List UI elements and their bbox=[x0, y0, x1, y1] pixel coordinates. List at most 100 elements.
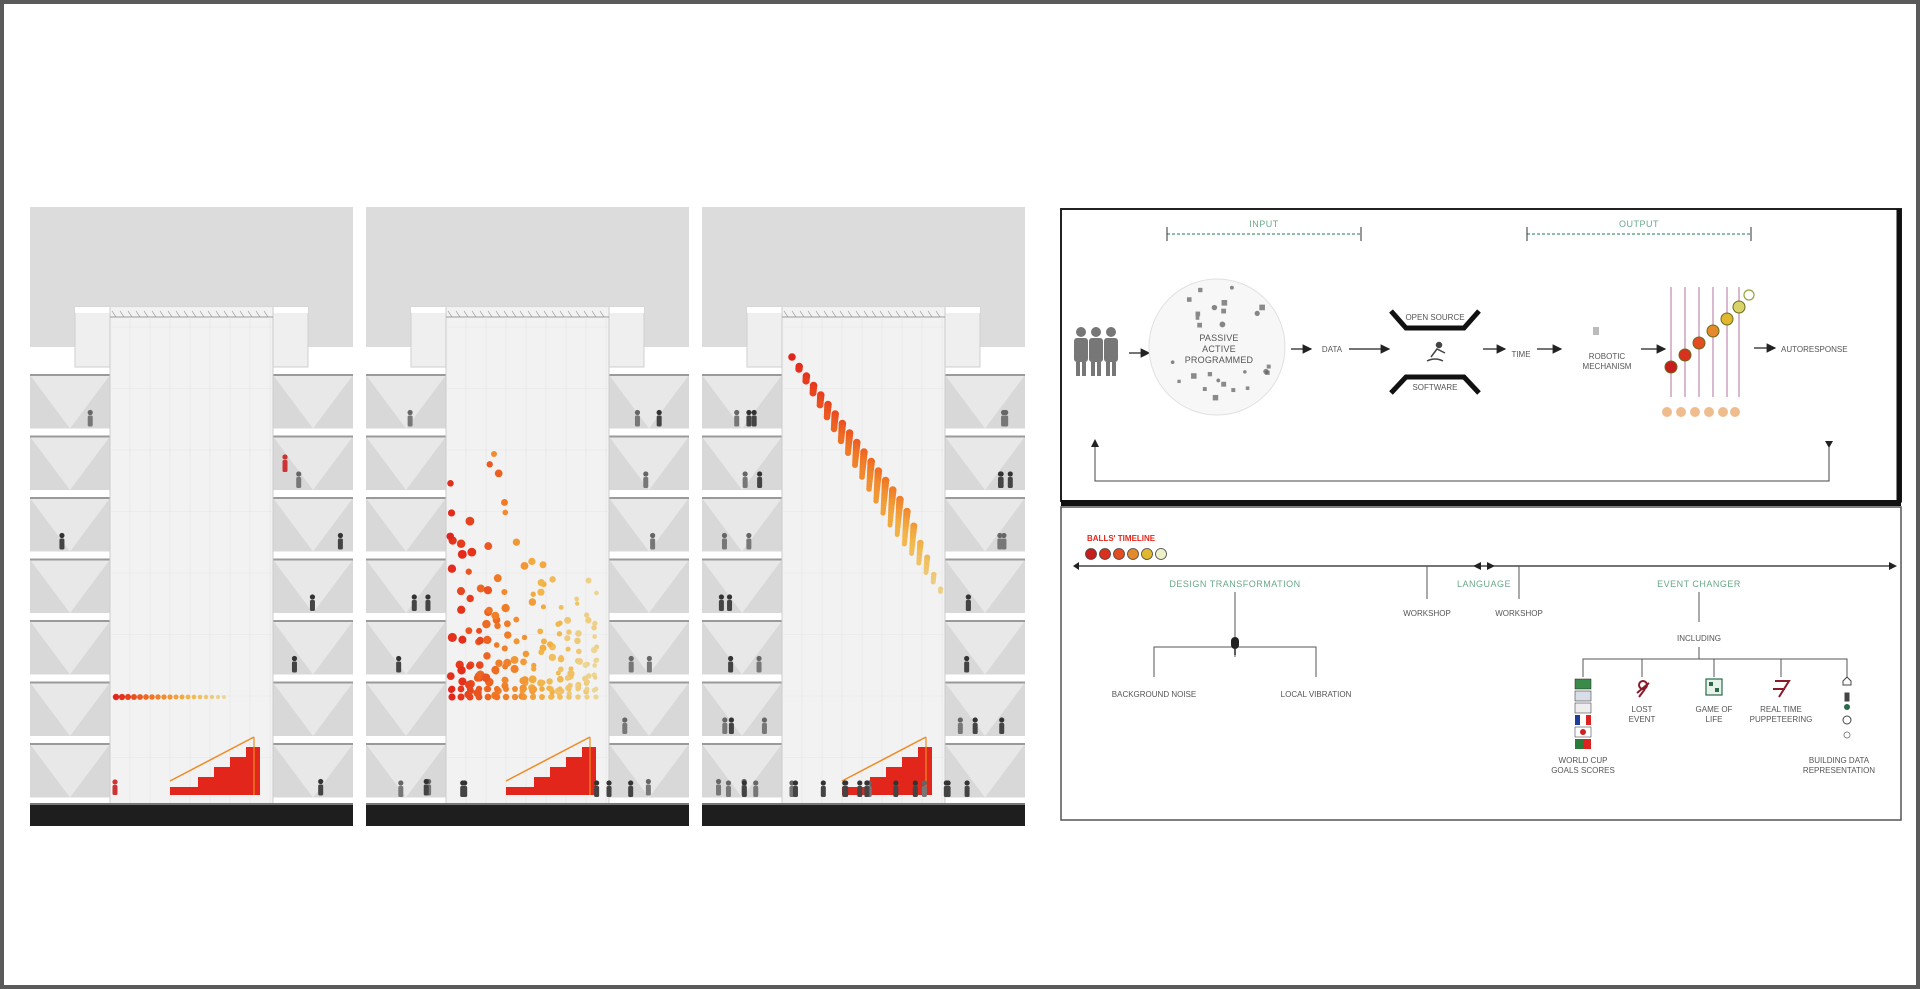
feedback-loop bbox=[1091, 439, 1833, 482]
ball bbox=[493, 574, 502, 583]
ball bbox=[557, 686, 563, 692]
local-vibration-label: LOCAL VIBRATION bbox=[1281, 690, 1352, 699]
sensor-icon bbox=[1170, 360, 1175, 365]
ball bbox=[548, 686, 554, 692]
ground-strip bbox=[30, 804, 353, 826]
timeline-ball bbox=[1127, 548, 1139, 560]
ball bbox=[466, 594, 474, 603]
ball bbox=[565, 646, 571, 652]
sensor-icon bbox=[1191, 373, 1197, 379]
ball bbox=[502, 685, 510, 693]
ball bbox=[466, 685, 474, 693]
design-transformation-label: DESIGN TRANSFORMATION bbox=[1169, 579, 1300, 589]
design-transformation-tree: BACKGROUND NOISE LOCAL VIBRATION bbox=[1112, 592, 1352, 699]
suspended-balls bbox=[112, 693, 226, 701]
ball bbox=[504, 631, 512, 639]
ball-base bbox=[1690, 407, 1700, 417]
ball bbox=[513, 638, 520, 645]
atrium-void bbox=[446, 307, 609, 807]
ball bbox=[457, 685, 465, 693]
lost-event-label-2: EVENT bbox=[1629, 715, 1656, 724]
ball bbox=[795, 365, 803, 373]
ball bbox=[483, 652, 491, 660]
world-cup-label-2: GOALS SCORES bbox=[1551, 766, 1615, 775]
ball bbox=[447, 480, 454, 487]
language-label: LANGUAGE bbox=[1457, 579, 1511, 589]
game-of-life-icon bbox=[1705, 678, 1723, 696]
ball bbox=[465, 627, 473, 635]
ball bbox=[537, 588, 545, 596]
ball bbox=[530, 591, 536, 597]
ball bbox=[173, 694, 179, 700]
ball bbox=[923, 570, 929, 575]
ball bbox=[837, 437, 845, 445]
workshop-1-label: WORKSHOP bbox=[1403, 609, 1451, 618]
ball bbox=[222, 695, 226, 699]
ball bbox=[465, 568, 472, 575]
ball bbox=[494, 469, 503, 478]
sensor-icon bbox=[1177, 379, 1181, 384]
ball-base bbox=[1718, 407, 1728, 417]
ball bbox=[593, 694, 599, 700]
event-changer-label: EVENT CHANGER bbox=[1657, 579, 1741, 589]
ball bbox=[546, 678, 553, 685]
ball bbox=[510, 664, 519, 674]
sensor-icon bbox=[1221, 381, 1227, 387]
timeline-ball bbox=[1141, 548, 1153, 560]
ball bbox=[564, 616, 572, 624]
ball bbox=[501, 603, 510, 613]
ball bbox=[584, 686, 590, 692]
ball bbox=[528, 675, 537, 684]
timeline-axis bbox=[1073, 562, 1897, 570]
ball bbox=[484, 685, 492, 693]
ball bbox=[537, 628, 544, 635]
ball bbox=[149, 694, 155, 700]
building-data-label-1: BUILDING DATA bbox=[1809, 756, 1870, 765]
ball bbox=[547, 641, 554, 648]
lost-event-icon bbox=[1636, 680, 1650, 698]
timeline-ball bbox=[1099, 548, 1111, 560]
puppeteering-label-1: REAL TIME bbox=[1760, 705, 1802, 714]
lost-event-label-1: LOST bbox=[1632, 705, 1653, 714]
sensor-icon bbox=[1186, 297, 1192, 302]
sensor-icon bbox=[1221, 299, 1228, 306]
ball bbox=[484, 542, 493, 551]
ball bbox=[203, 694, 209, 700]
ball-base bbox=[1704, 407, 1714, 417]
ball bbox=[185, 694, 191, 700]
ball bbox=[575, 686, 581, 692]
ball bbox=[564, 675, 571, 681]
ball bbox=[574, 637, 581, 645]
ball bbox=[209, 694, 215, 700]
ball bbox=[576, 648, 582, 655]
timeline-balls bbox=[1085, 548, 1167, 560]
auto-response-label: AUTORESPONSE bbox=[1781, 345, 1848, 354]
ball bbox=[466, 662, 473, 670]
background-noise-label: BACKGROUND NOISE bbox=[1112, 690, 1196, 699]
ball bbox=[576, 658, 584, 665]
ball bbox=[583, 612, 590, 618]
ball bbox=[894, 532, 900, 537]
game-of-life-label-1: GAME OF bbox=[1696, 705, 1733, 714]
ball bbox=[456, 587, 466, 596]
ball bbox=[909, 551, 915, 556]
building-section-panel-2 bbox=[366, 207, 689, 826]
system-diagram: INPUT OUTPUT PASSIVE ACTIVE PRO bbox=[1059, 207, 1904, 824]
ball bbox=[859, 474, 865, 480]
ball bbox=[483, 635, 492, 645]
circle-text-3: PROGRAMMED bbox=[1185, 355, 1254, 365]
ball bbox=[465, 516, 475, 526]
sensor-icon bbox=[1212, 394, 1219, 401]
world-cup-flags-icon bbox=[1574, 678, 1592, 749]
timeline-ball bbox=[1155, 548, 1167, 560]
including-label: INCLUDING bbox=[1677, 634, 1721, 643]
section-drawing-2 bbox=[366, 207, 689, 826]
ball bbox=[476, 627, 483, 634]
ball bbox=[446, 532, 455, 541]
ball bbox=[503, 620, 511, 628]
software-label: SOFTWARE bbox=[1412, 383, 1457, 392]
ball bbox=[118, 693, 126, 701]
ball bbox=[475, 661, 484, 669]
ball bbox=[476, 636, 484, 645]
